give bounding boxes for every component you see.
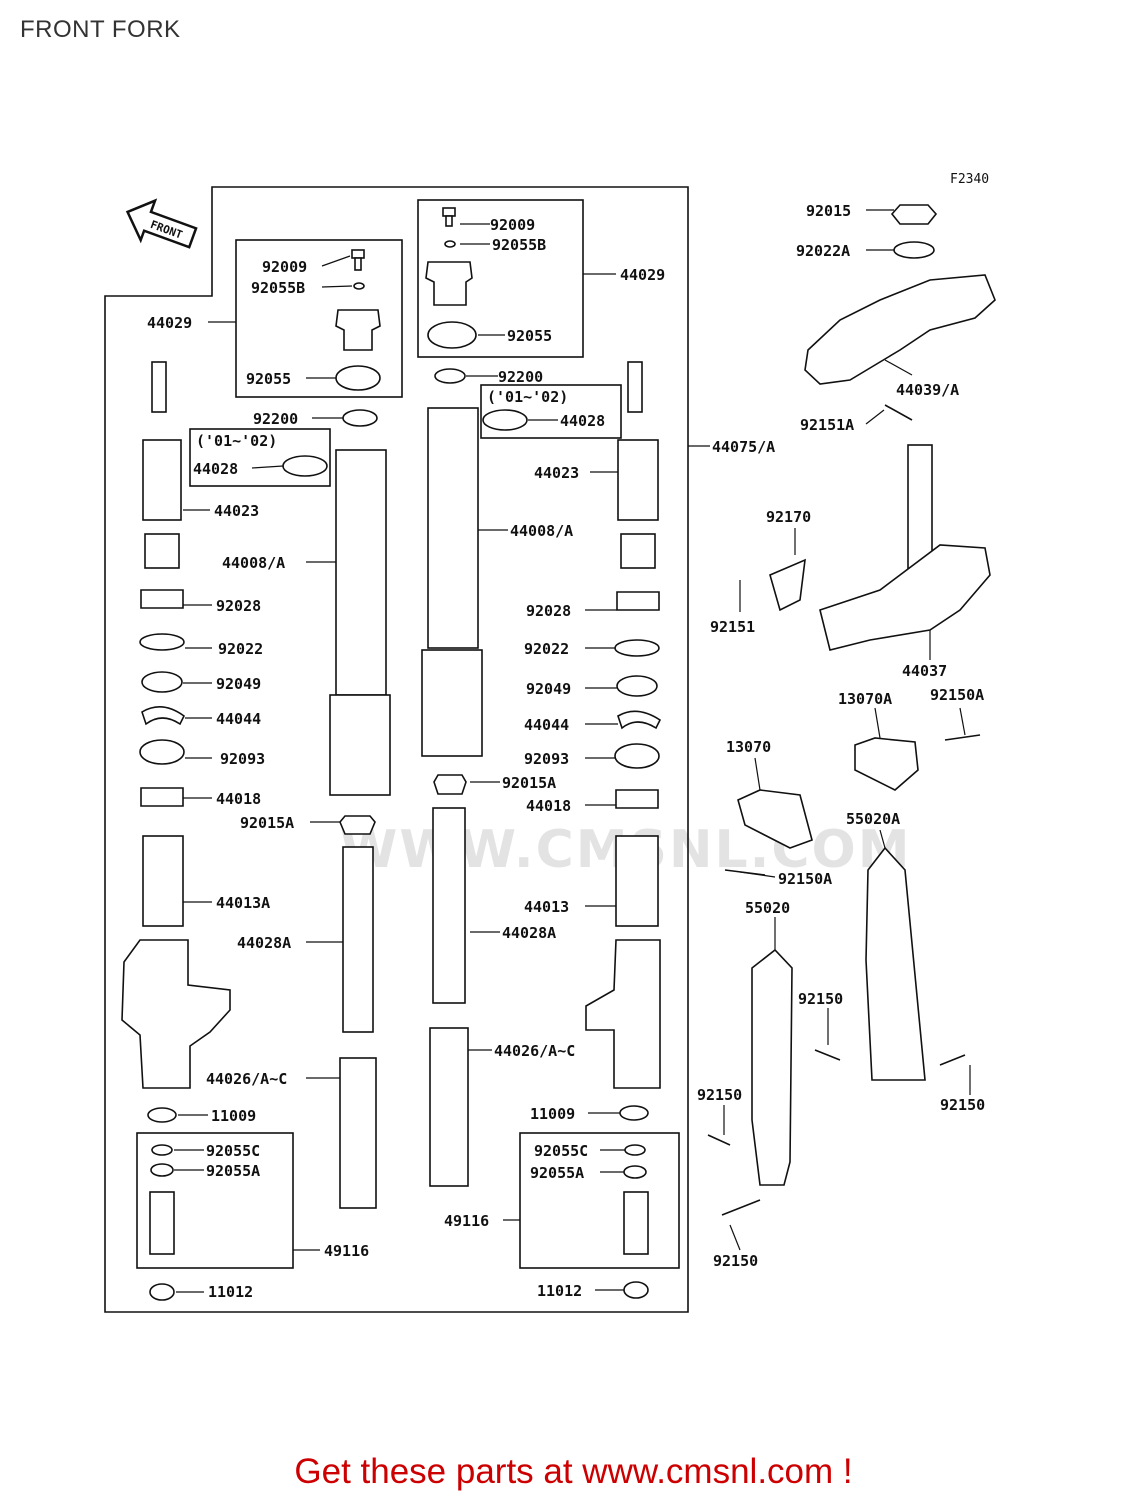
cable-guide-icon: [724, 734, 981, 876]
label-92150-b: 92150: [940, 1096, 985, 1114]
label-44018-left: 44018: [216, 790, 261, 808]
label-44044-right: 44044: [524, 716, 569, 734]
label-44008a-left: 44008/A: [222, 554, 285, 572]
label-92055b-right: 92055B: [492, 236, 546, 254]
label-44026-left: 44026/A~C: [206, 1070, 287, 1088]
label-92015a-right: 92015A: [502, 774, 556, 792]
label-13070a: 13070A: [838, 690, 892, 708]
cap-box-left: [235, 239, 403, 398]
label-92055-left: 92055: [246, 370, 291, 388]
year-box-right: [480, 384, 622, 439]
label-44029-left: 44029: [147, 314, 192, 332]
label-92055a-left: 92055A: [206, 1162, 260, 1180]
label-92009-right: 92009: [490, 216, 535, 234]
label-55020: 55020: [745, 899, 790, 917]
label-92150-c: 92150: [697, 1086, 742, 1104]
inner-tube-left-icon: [121, 361, 231, 1301]
lower-clamp-icon: [769, 444, 991, 651]
label-92028-left: 92028: [216, 597, 261, 615]
label-92055-right: 92055: [507, 327, 552, 345]
label-92009-left: 92009: [262, 258, 307, 276]
label-44023-right: 44023: [534, 464, 579, 482]
label-92022-right: 92022: [524, 640, 569, 658]
label-44028-right: 44028: [560, 412, 605, 430]
label-44028-left: 44028: [193, 460, 238, 478]
label-44029-right: 44029: [620, 266, 665, 284]
label-year-right: ('01~'02): [487, 388, 568, 406]
label-44037: 44037: [902, 662, 947, 680]
label-92150-a: 92150: [798, 990, 843, 1008]
label-92150a-top: 92150A: [930, 686, 984, 704]
label-92055c-left: 92055C: [206, 1142, 260, 1160]
label-11012-left: 11012: [208, 1283, 253, 1301]
label-92022-left: 92022: [218, 640, 263, 658]
valve-box-left: [136, 1132, 294, 1269]
label-92028-right: 92028: [526, 602, 571, 620]
year-box-left: [189, 428, 331, 487]
label-92093-right: 92093: [524, 750, 569, 768]
label-44039a: 44039/A: [896, 381, 959, 399]
label-44023-left: 44023: [214, 502, 259, 520]
label-92049-left: 92049: [216, 675, 261, 693]
label-49116-right: 49116: [444, 1212, 489, 1230]
figure-code: F2340: [950, 172, 990, 187]
label-44013a: 44013A: [216, 894, 270, 912]
label-92150a-mid: 92150A: [778, 870, 832, 888]
label-11009-right: 11009: [530, 1105, 575, 1123]
label-49116-left: 49116: [324, 1242, 369, 1260]
label-year-left: ('01~'02): [196, 432, 277, 450]
assembly-border: [104, 186, 689, 1313]
label-44075a: 44075/A: [712, 438, 775, 456]
label-92200-left: 92200: [253, 410, 298, 428]
label-44026-right: 44026/A~C: [494, 1042, 575, 1060]
label-44018-right: 44018: [526, 797, 571, 815]
label-44044-left: 44044: [216, 710, 261, 728]
valve-box-right: [519, 1132, 680, 1269]
label-92049-right: 92049: [526, 680, 571, 698]
label-92015a-left: 92015A: [240, 814, 294, 832]
label-92170: 92170: [766, 508, 811, 526]
outer-tube-right-icon: [421, 368, 528, 1187]
inner-tube-right-icon: [585, 361, 662, 1299]
label-55020a: 55020A: [846, 810, 900, 828]
label-44028a-right: 44028A: [502, 924, 556, 942]
label-11012-right: 11012: [537, 1282, 582, 1300]
label-92093-left: 92093: [220, 750, 265, 768]
cap-box-right: [417, 199, 584, 358]
label-92055b-left: 92055B: [251, 279, 305, 297]
label-44008a-right: 44008/A: [510, 522, 573, 540]
label-92151a: 92151A: [800, 416, 854, 434]
page-title: FRONT FORK: [20, 16, 181, 43]
cta-link[interactable]: Get these parts at www.cmsnl.com !: [294, 1452, 853, 1491]
fork-guard-icon: [707, 846, 966, 1216]
label-92151: 92151: [710, 618, 755, 636]
front-arrow-icon: FRONT: [125, 198, 198, 249]
outer-tube-left-icon: [282, 409, 391, 1209]
label-92015: 92015: [806, 202, 851, 220]
label-92055a-right: 92055A: [530, 1164, 584, 1182]
label-92022a: 92022A: [796, 242, 850, 260]
label-13070: 13070: [726, 738, 771, 756]
label-44028a-left: 44028A: [237, 934, 291, 952]
label-92150-d: 92150: [713, 1252, 758, 1270]
upper-clamp-icon: [804, 204, 996, 421]
cap-bolt-left-icon: [335, 249, 381, 391]
label-11009-left: 11009: [211, 1107, 256, 1125]
label-44013: 44013: [524, 898, 569, 916]
cap-bolt-right-icon: [425, 207, 477, 349]
label-92200-right: 92200: [498, 368, 543, 386]
label-92055c-right: 92055C: [534, 1142, 588, 1160]
